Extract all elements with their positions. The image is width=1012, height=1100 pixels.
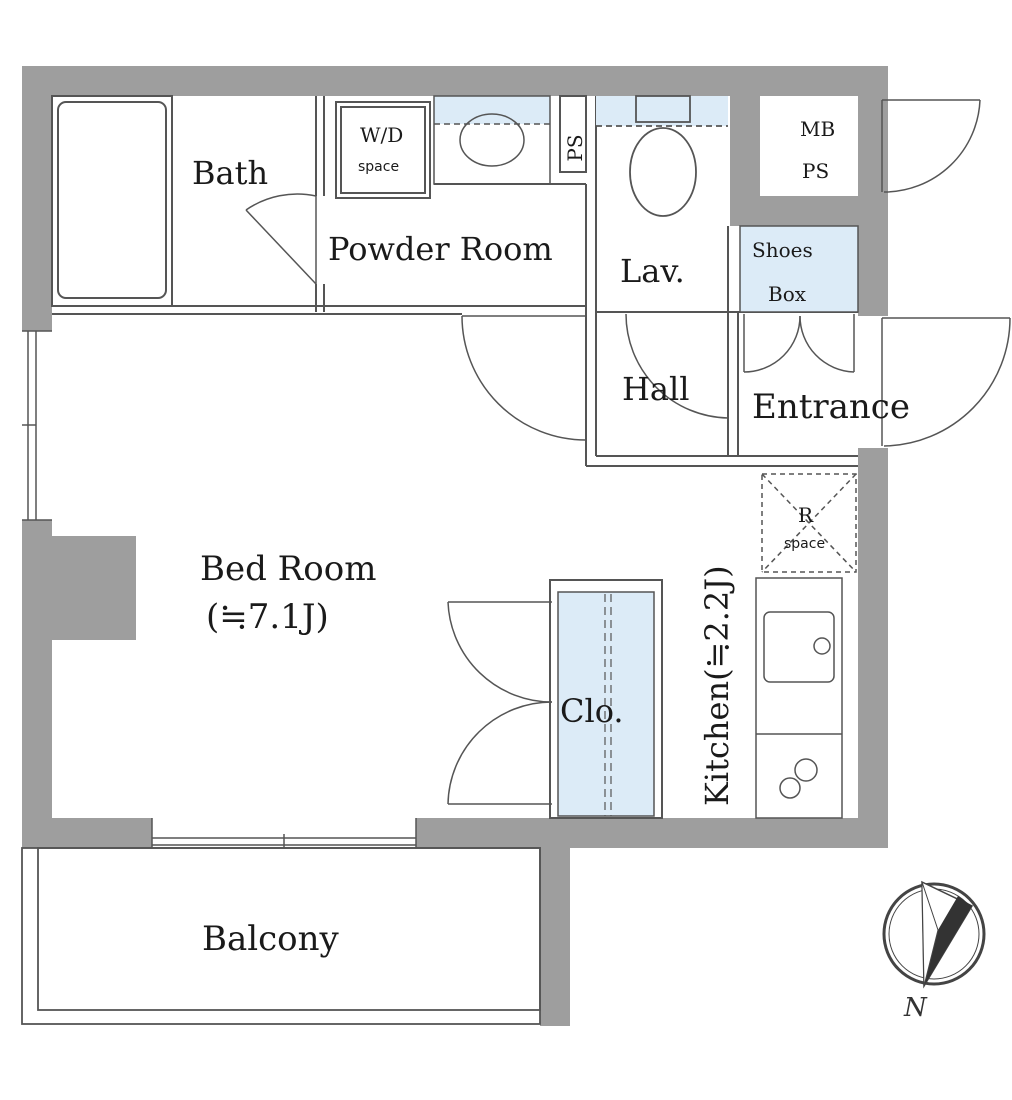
label-wd: W/D xyxy=(360,123,403,147)
label-closet: Clo. xyxy=(560,692,624,730)
label-mb: MB xyxy=(800,117,835,141)
entrance-door xyxy=(881,317,1011,447)
stove-burner xyxy=(794,758,818,782)
kitchen-sink xyxy=(763,611,835,683)
label-balcony: Balcony xyxy=(202,919,340,959)
label-bed-room-area: (≒7.1J) xyxy=(206,597,329,637)
balcony-outline xyxy=(21,847,541,1025)
label-bed-room: Bed Room xyxy=(200,549,376,589)
label-powder-room: Powder Room xyxy=(328,230,553,268)
label-bath: Bath xyxy=(192,154,268,192)
label-lav: Lav. xyxy=(620,252,685,290)
label-mb-ps: PS xyxy=(802,159,829,183)
walls xyxy=(22,66,888,1026)
bath-door xyxy=(245,193,317,285)
ps-shaft xyxy=(559,95,587,173)
lav-door xyxy=(625,313,729,419)
kitchen-counter xyxy=(755,577,843,819)
label-r: R xyxy=(798,503,814,527)
toilet-tank-area xyxy=(596,96,728,126)
label-box: Box xyxy=(768,282,807,306)
bedroom-window-west xyxy=(22,330,52,521)
compass-icon xyxy=(882,880,986,989)
shoes-box-doors xyxy=(743,314,855,373)
label-kitchen: Kitchen(≒2.2J) xyxy=(698,565,736,806)
compass-north-label: N xyxy=(903,993,928,1023)
bedroom-window-south xyxy=(151,818,417,848)
closet-doors xyxy=(447,601,553,805)
wd-space xyxy=(335,101,431,199)
refrigerator-space xyxy=(761,473,857,573)
label-hall: Hall xyxy=(622,370,689,408)
toilet xyxy=(596,95,728,217)
mb-door xyxy=(881,99,981,193)
label-ps-small: PS xyxy=(563,134,587,161)
bathtub xyxy=(51,95,173,307)
label-shoes: Shoes xyxy=(752,238,813,262)
shoes-box xyxy=(739,225,859,313)
washbasin-counter xyxy=(434,96,550,124)
bedroom-door xyxy=(461,315,587,441)
washbasin xyxy=(459,113,525,167)
label-wd-space: space xyxy=(358,159,399,175)
closet-interior xyxy=(557,591,655,817)
label-r-space: space xyxy=(784,536,825,552)
label-entrance: Entrance xyxy=(752,387,910,427)
